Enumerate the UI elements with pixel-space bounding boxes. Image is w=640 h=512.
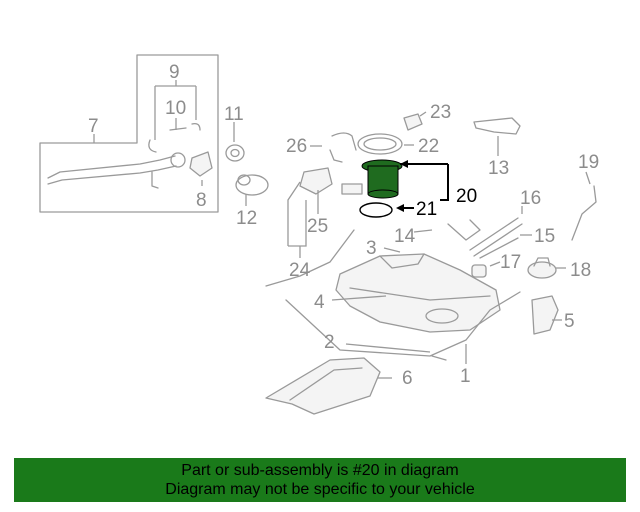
callout-7: 7	[88, 116, 99, 137]
callout-13: 13	[488, 158, 509, 179]
hose-part-19	[571, 185, 597, 241]
hose-clamp-part-10	[148, 122, 201, 153]
leader-lines	[93, 80, 591, 379]
footer-line-1: Part or sub-assembly is #20 in diagram	[181, 462, 459, 479]
fuel-tank-part-3	[335, 253, 501, 333]
bracket-part-13	[473, 117, 521, 135]
lock-ring-part-22	[357, 133, 403, 155]
filler-inset-box	[39, 54, 219, 213]
filler-pipe-part-7	[47, 152, 186, 189]
filler-cap-part-8	[189, 151, 213, 177]
hose-part-16	[469, 217, 523, 257]
highlight-leaders	[396, 160, 449, 212]
callout-12: 12	[236, 208, 257, 229]
callout-10: 10	[165, 98, 186, 119]
callout-18: 18	[570, 260, 591, 281]
callout-8: 8	[196, 190, 207, 211]
cap-part-17	[471, 264, 487, 278]
shield-part-5	[531, 295, 559, 335]
callout-14: 14	[394, 226, 416, 247]
callout-26: 26	[286, 136, 307, 157]
protector-part-6	[265, 357, 381, 415]
callout-25: 25	[307, 216, 328, 237]
clip-part-23	[403, 113, 423, 131]
callout-1: 1	[460, 366, 471, 387]
hose-part-15	[479, 237, 519, 259]
fuel-pump-part-20	[361, 159, 403, 199]
parts-diagram: 9 10 7 8 11 12 26 22 23 13 25 24 19 16 1…	[39, 54, 599, 415]
footer-line-2: Diagram may not be specific to your vehi…	[165, 481, 475, 498]
hose-part-14	[447, 219, 481, 241]
callout-4: 4	[314, 292, 325, 313]
wire-part-26	[329, 132, 357, 163]
ring-part-12	[235, 174, 269, 196]
gasket-part-11	[225, 144, 245, 162]
callout-11: 11	[224, 104, 244, 125]
sender-unit-part-25	[299, 167, 363, 195]
callout-15: 15	[534, 226, 555, 247]
callout-23: 23	[430, 102, 451, 123]
pump-cover-part-18	[527, 257, 557, 279]
callout-17: 17	[500, 252, 521, 273]
seal-ring-part-21	[359, 202, 393, 218]
callout-20: 20	[456, 186, 477, 207]
footer-banner: Part or sub-assembly is #20 in diagram D…	[14, 458, 626, 502]
tank-straps-part-1-2	[265, 229, 521, 361]
callout-16: 16	[520, 188, 541, 209]
callout-5: 5	[564, 311, 575, 332]
callout-19: 19	[578, 152, 599, 173]
callout-2: 2	[324, 332, 335, 353]
callout-24: 24	[289, 260, 311, 281]
callout-22: 22	[418, 136, 439, 157]
callout-6: 6	[402, 368, 413, 389]
callout-21: 21	[416, 199, 437, 220]
callout-3: 3	[366, 238, 377, 259]
callout-9: 9	[169, 62, 180, 83]
